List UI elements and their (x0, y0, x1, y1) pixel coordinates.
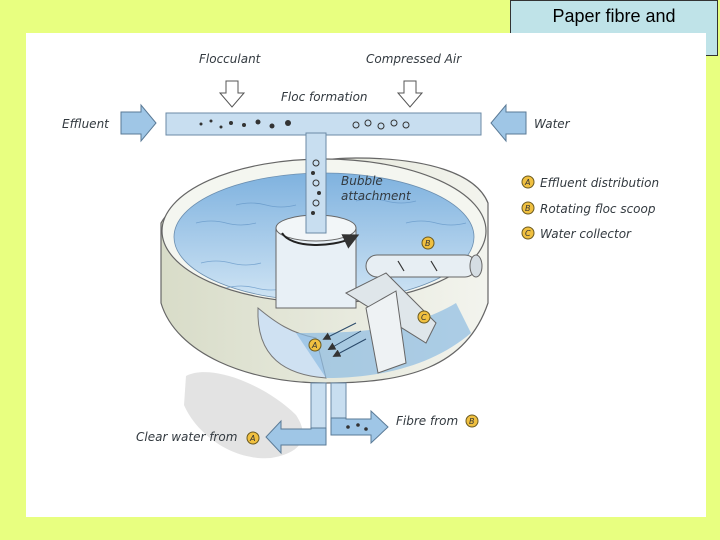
clear-water-outlet (265, 382, 327, 455)
legend: A Effluent distribution B Rotating floc … (521, 175, 659, 241)
flotation-tank (160, 157, 489, 384)
svg-text:Rotating floc scoop: Rotating floc scoop (540, 202, 656, 216)
diagram-canvas: Flocculant Compressed Air Floc formation… (62, 52, 659, 459)
svg-text:C: C (421, 313, 427, 322)
flocculant-label: Flocculant (199, 52, 262, 66)
water-outlet-arrow (490, 103, 527, 143)
legend-item-c: C Water collector (521, 226, 632, 241)
svg-text:B: B (525, 204, 531, 213)
compressed-air-label: Compressed Air (366, 52, 462, 66)
rotation-arrow (281, 232, 360, 249)
svg-text:A: A (249, 434, 255, 443)
svg-text:B: B (425, 239, 431, 248)
legend-item-b: B Rotating floc scoop (521, 201, 656, 216)
floc-formation-pipe (165, 112, 482, 136)
bubble-attachment-label-line-1: Bubble (341, 174, 383, 188)
clear-water-ref-badge: A (246, 431, 260, 445)
svg-text:B: B (469, 417, 475, 426)
water-label: Water (534, 117, 571, 131)
svg-text:C: C (525, 229, 531, 238)
legend-item-a: A Effluent distribution (521, 175, 659, 190)
effluent-label: Effluent (62, 117, 110, 131)
svg-text:A: A (311, 341, 317, 350)
scoop-badge: B (421, 236, 435, 250)
fibre-ref-badge: B (465, 414, 479, 428)
rotating-floc-scoop (365, 254, 483, 278)
bubble-attachment-pipe (305, 132, 327, 234)
collector-badge: C (417, 310, 431, 324)
flocculant-inlet-arrow (218, 80, 246, 108)
distribution-badge: A (308, 338, 322, 352)
svg-text:Effluent distribution: Effluent distribution (540, 176, 659, 190)
svg-text:Water collector: Water collector (540, 227, 632, 241)
svg-text:A: A (524, 178, 530, 187)
water-collector (344, 272, 437, 374)
bubble-attachment-label-line-2: attachment (341, 189, 412, 203)
clear-water-from-label: Clear water from (136, 430, 237, 444)
slide-title-line-1: Paper fibre and (552, 6, 676, 26)
effluent-inlet-arrow (120, 103, 157, 143)
tank-cutaway (257, 306, 327, 379)
flotation-tank-illustration: Flocculant Compressed Air Floc formation… (26, 33, 706, 517)
air-bubbles (352, 119, 410, 130)
fibre-outlet (330, 382, 389, 445)
effluent-distribution-arrows (322, 322, 367, 357)
compressed-air-inlet-arrow (396, 80, 424, 108)
floc-particles (199, 119, 291, 129)
fibre-from-label: Fibre from (396, 414, 458, 428)
floc-formation-label: Floc formation (281, 90, 368, 104)
